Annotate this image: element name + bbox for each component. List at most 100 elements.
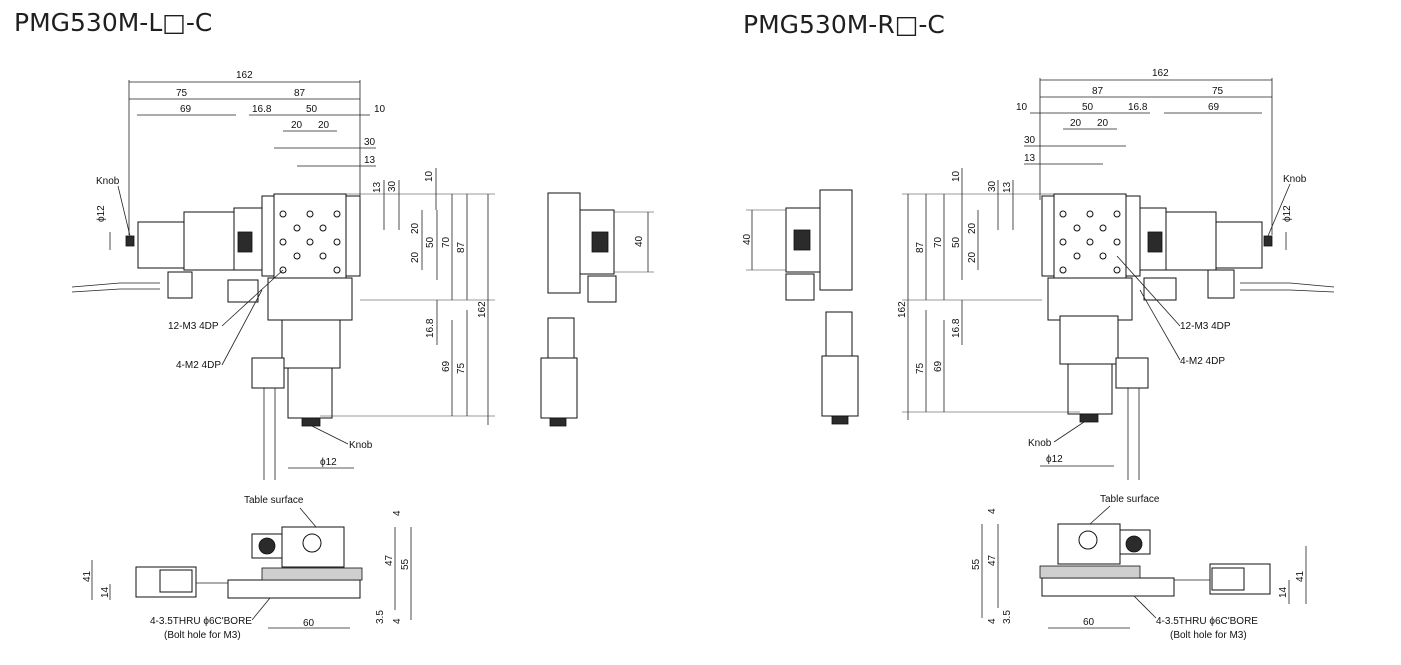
left-motor-block [281,319,341,369]
svg-text:20: 20 [1097,118,1109,129]
svg-text:75: 75 [1212,86,1224,97]
svg-text:16.8: 16.8 [1128,102,1148,113]
svg-text:30: 30 [387,180,398,192]
left-thru-bore-label: 4-3.5THRU ϕ6C'BORE [150,616,252,627]
svg-text:13: 13 [364,155,376,166]
svg-text:30: 30 [1024,135,1036,146]
left-table-surface-label: Table surface [244,495,304,506]
svg-text:50: 50 [1082,102,1094,113]
svg-text:20: 20 [291,120,303,131]
svg-text:162: 162 [897,301,908,318]
left-front-view: Table surface 55 47 4 3.5 4 41 14 60 4-3… [82,495,412,641]
svg-text:69: 69 [441,360,452,372]
right-top-dimensions: 162 87 75 10 50 16.8 69 20 20 30 13 13 3… [897,68,1307,467]
svg-text:10: 10 [424,170,435,182]
svg-text:13: 13 [372,181,383,193]
svg-text:13: 13 [1002,181,1013,193]
svg-text:87: 87 [1092,86,1104,97]
right-stage-table [1053,193,1127,279]
svg-text:162: 162 [477,301,488,318]
svg-text:47: 47 [384,554,395,566]
svg-text:40: 40 [742,233,753,245]
svg-text:30: 30 [364,137,376,148]
svg-text:41: 41 [1295,570,1306,582]
right-knob-side [1263,235,1273,247]
right-knob-bottom-label: Knob [1028,438,1052,449]
right-table-surface-label: Table surface [1100,494,1160,505]
svg-text:70: 70 [441,236,452,248]
model-title-left: PMG530M-L□-C [14,8,213,37]
svg-text:14: 14 [1278,586,1289,598]
svg-text:60: 60 [303,618,315,629]
right-mount-holes [1059,210,1121,274]
svg-text:162: 162 [1152,68,1169,79]
right-side-motor [1215,221,1263,269]
left-m3-label: 12-M3 4DP [168,321,219,332]
svg-text:20: 20 [410,251,421,263]
svg-text:60: 60 [1083,617,1095,628]
svg-text:55: 55 [400,558,411,570]
svg-text:10: 10 [374,104,386,115]
svg-text:50: 50 [425,236,436,248]
right-knob-label: Knob [1283,174,1307,185]
svg-text:4: 4 [392,618,403,624]
svg-text:20: 20 [410,222,421,234]
svg-text:75: 75 [915,362,926,374]
svg-text:10: 10 [1016,102,1028,113]
model-title-right: PMG530M-R□-C [743,10,945,39]
svg-text:75: 75 [456,362,467,374]
left-top-dimensions: 162 75 87 69 16.8 50 10 20 20 30 13 13 3… [96,70,495,469]
left-side-view: 40 [540,192,654,427]
svg-text:47: 47 [987,554,998,566]
svg-text:20: 20 [318,120,330,131]
svg-text:4: 4 [392,510,403,516]
svg-text:ϕ12: ϕ12 [1046,454,1063,465]
svg-text:3.5: 3.5 [375,610,386,624]
svg-text:14: 14 [100,586,111,598]
svg-text:69: 69 [933,360,944,372]
svg-text:16.8: 16.8 [425,318,436,338]
right-m3-label: 12-M3 4DP [1180,321,1231,332]
svg-text:41: 41 [82,570,93,582]
left-bolt-hole-label: (Bolt hole for M3) [164,630,241,641]
right-motor-block [1059,315,1119,365]
svg-text:20: 20 [967,222,978,234]
left-top-view [71,193,361,480]
right-front-view: Table surface 55 47 4 4 3.5 41 14 60 4-3… [971,494,1307,641]
svg-text:4: 4 [987,508,998,514]
left-side-motor [137,221,185,269]
svg-text:3.5: 3.5 [1002,610,1013,624]
svg-text:70: 70 [933,236,944,248]
svg-text:10: 10 [951,170,962,182]
left-knob-label: Knob [96,176,120,187]
right-top-view [1041,193,1335,480]
svg-text:ϕ12: ϕ12 [320,457,337,468]
right-side-view: 40 [742,189,859,425]
svg-text:55: 55 [971,558,982,570]
svg-text:16.8: 16.8 [252,104,272,115]
svg-text:30: 30 [987,180,998,192]
svg-text:16.8: 16.8 [951,318,962,338]
svg-text:20: 20 [967,251,978,263]
left-m2-label: 4-M2 4DP [176,360,221,371]
left-motor [287,367,333,419]
right-thru-bore-label: 4-3.5THRU ϕ6C'BORE [1156,616,1258,627]
left-knob-side [125,235,135,247]
right-m2-label: 4-M2 4DP [1180,356,1225,367]
svg-text:4: 4 [987,618,998,624]
svg-text:69: 69 [1208,102,1220,113]
right-motor [1067,363,1113,415]
svg-text:75: 75 [176,88,188,99]
svg-text:50: 50 [306,104,318,115]
right-bolt-hole-label: (Bolt hole for M3) [1170,630,1247,641]
svg-text:87: 87 [915,241,926,253]
svg-text:87: 87 [294,88,306,99]
svg-text:13: 13 [1024,153,1036,164]
svg-text:50: 50 [951,236,962,248]
svg-text:ϕ12: ϕ12 [96,205,107,222]
svg-text:162: 162 [236,70,253,81]
svg-text:20: 20 [1070,118,1082,129]
svg-text:40: 40 [634,235,645,247]
svg-text:87: 87 [456,241,467,253]
